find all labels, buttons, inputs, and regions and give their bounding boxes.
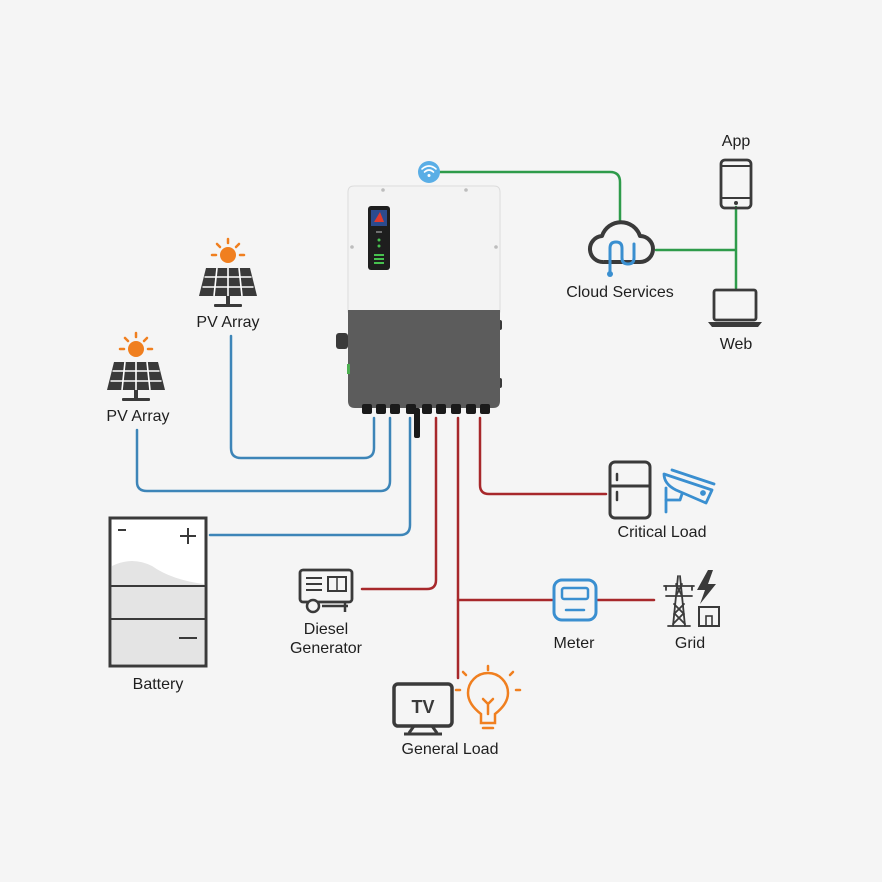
fridge-icon xyxy=(608,460,652,520)
general-load-label: General Load xyxy=(401,741,499,758)
grid-label: Grid xyxy=(674,635,706,652)
wifi-icon xyxy=(418,161,440,183)
web-label: Web xyxy=(719,336,753,353)
battery-icon xyxy=(108,516,208,668)
diesel-generator-label-line2: Generator xyxy=(289,640,363,657)
generator-line xyxy=(360,416,438,591)
solar-panel-icon-top xyxy=(199,237,257,307)
cloud-services-label: Cloud Services xyxy=(566,284,674,301)
diesel-generator-label-line1: Diesel xyxy=(303,621,349,638)
wifi-cloud-line xyxy=(438,170,622,224)
pv-top-line xyxy=(229,334,376,460)
transmission-tower-icon xyxy=(663,570,720,627)
cloud-devices-line xyxy=(654,205,738,290)
smartphone-icon xyxy=(719,158,753,210)
app-label: App xyxy=(721,133,751,150)
pv-array-left-label: PV Array xyxy=(106,408,170,425)
light-bulb-icon xyxy=(454,664,522,730)
solar-panel-icon-left xyxy=(107,331,165,401)
laptop-icon xyxy=(708,288,762,327)
tv-icon: TV xyxy=(392,682,454,736)
critical-load-label: Critical Load xyxy=(617,524,707,541)
critical-load-line xyxy=(478,416,608,496)
meter-icon xyxy=(552,578,598,622)
battery-line xyxy=(208,416,412,537)
security-camera-icon xyxy=(662,468,716,514)
battery-label: Battery xyxy=(132,676,184,693)
pv-left-line xyxy=(135,416,392,493)
meter-label: Meter xyxy=(553,635,595,652)
pv-array-top-label: PV Array xyxy=(196,314,260,331)
hybrid-inverter xyxy=(336,185,502,438)
tv-icon-text: TV xyxy=(411,697,434,717)
cloud-icon xyxy=(588,220,655,277)
generator-icon xyxy=(298,568,354,614)
